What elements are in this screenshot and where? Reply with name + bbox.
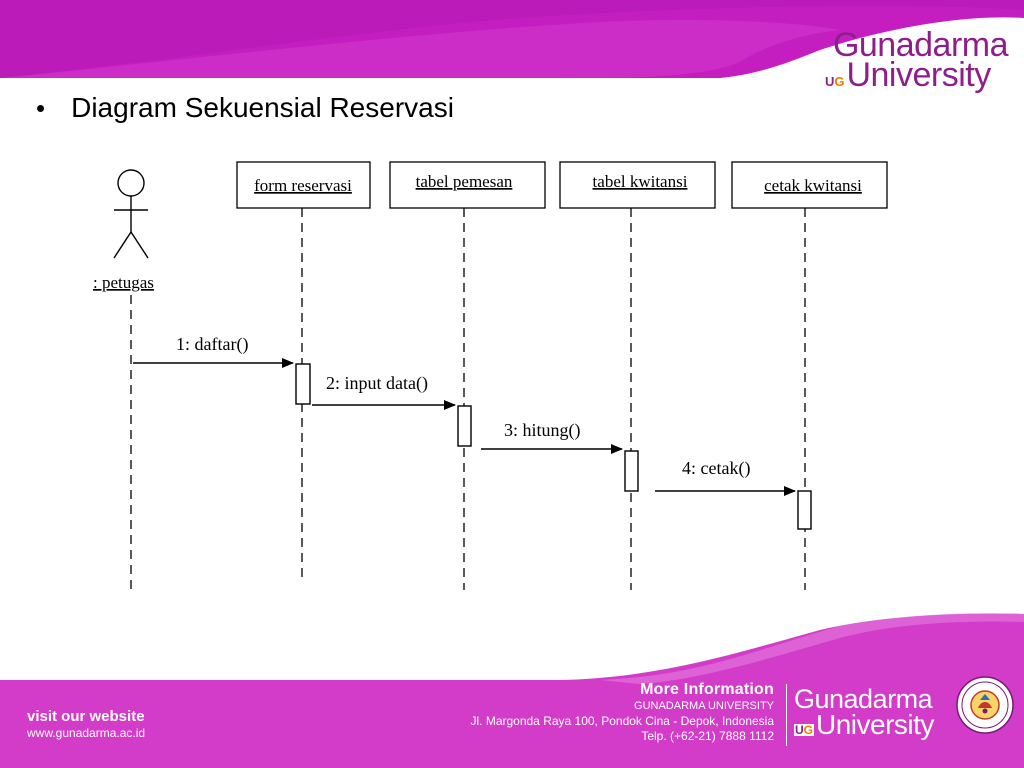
- info-organization: GUNADARMA UNIVERSITY: [634, 700, 774, 712]
- footer-divider: [786, 684, 787, 746]
- footer-band: [0, 613, 1024, 768]
- activation-form-reservasi: [295, 363, 311, 405]
- ug-mark: UG: [794, 723, 815, 737]
- footer-logo: Gunadarma UG University: [794, 686, 934, 739]
- logo-wordmark-line1: Gunadarma: [794, 684, 933, 714]
- message-2: 2: input data(): [312, 373, 456, 410]
- stick-figure-icon: [113, 169, 149, 259]
- object-label: tabel kwitansi: [593, 172, 688, 191]
- message-label: 3: hitung(): [504, 420, 581, 441]
- object-tabel-kwitansi: tabel kwitansi: [559, 161, 716, 209]
- logo-wordmark-line2: University: [846, 56, 991, 94]
- message-1: 1: daftar(): [133, 334, 294, 368]
- logo-wordmark-line1: Gunadarma: [832, 26, 1009, 64]
- bullet-icon: •: [36, 92, 46, 123]
- visit-website: visit our website www.gunadarma.ac.id: [27, 708, 145, 740]
- slide-title-row: • Diagram Sekuensial Reservasi: [36, 92, 454, 124]
- object-tabel-pemesan: tabel pemesan: [389, 161, 546, 209]
- message-4: 4: cetak(): [655, 458, 796, 496]
- message-label: 1: daftar(): [176, 334, 248, 355]
- object-label: tabel pemesan: [416, 172, 513, 191]
- actor-label: : petugas: [93, 273, 154, 292]
- actor-petugas: : petugas: [93, 169, 154, 292]
- header-swoosh: [0, 0, 1024, 79]
- object-cetak-kwitansi: cetak kwitansi: [731, 161, 888, 209]
- message-3: 3: hitung(): [481, 420, 623, 454]
- activation-cetak-kwitansi: [797, 490, 812, 530]
- object-label: form reservasi: [254, 176, 352, 195]
- slide-title: Diagram Sekuensial Reservasi: [71, 92, 454, 123]
- activation-tabel-pemesan: [457, 405, 472, 447]
- message-label: 2: input data(): [326, 373, 428, 394]
- message-label: 4: cetak(): [682, 458, 750, 479]
- more-information: More Information GUNADARMA UNIVERSITY Jl…: [470, 680, 774, 744]
- info-address: Jl. Margonda Raya 100, Pondok Cina - Dep…: [470, 713, 774, 728]
- header-logo: Gunadarma UG University: [824, 26, 1009, 94]
- object-label: cetak kwitansi: [764, 176, 862, 195]
- visit-title: visit our website: [27, 708, 145, 725]
- logo-wordmark-line2: University: [816, 709, 934, 740]
- object-form-reservasi: form reservasi: [236, 161, 371, 209]
- info-title: More Information: [640, 681, 774, 698]
- info-phone: Telp. (+62-21) 7888 1112: [641, 728, 774, 743]
- university-seal-icon: [956, 676, 1014, 734]
- ug-mark: UG: [824, 74, 845, 89]
- website-link[interactable]: www.gunadarma.ac.id: [27, 726, 146, 740]
- activation-tabel-kwitansi: [624, 450, 639, 492]
